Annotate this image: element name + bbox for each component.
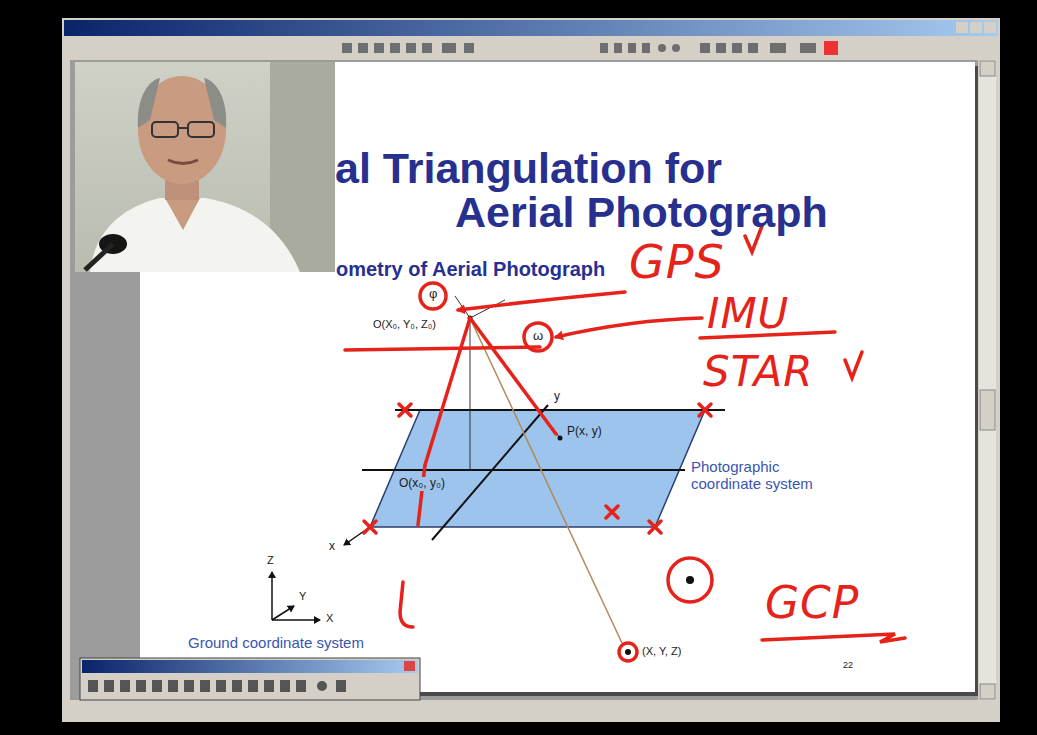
pen-note: STAR bbox=[702, 348, 814, 396]
plane-axis bbox=[362, 469, 685, 471]
pen-note: GPS bbox=[628, 236, 726, 289]
pen-note: IMU bbox=[706, 290, 790, 338]
point-label: (X, Y, Z) bbox=[641, 645, 682, 658]
presenter-video bbox=[75, 62, 335, 272]
plane-edge bbox=[395, 409, 725, 411]
point-label: O(x₀, y₀) bbox=[398, 477, 446, 491]
system-label: Photographic coordinate system bbox=[690, 458, 832, 493]
scrollbar bbox=[979, 60, 996, 700]
axis-label: Y bbox=[298, 590, 307, 603]
pen-note: GCP bbox=[764, 578, 860, 629]
y-axis bbox=[432, 405, 548, 540]
point-label: O(X₀, Y₀, Z₀) bbox=[372, 318, 437, 331]
pen-annotations bbox=[345, 226, 905, 661]
ground-axes bbox=[272, 572, 320, 620]
page-number: 22 bbox=[842, 660, 854, 670]
axis-label: y bbox=[553, 390, 561, 404]
principal-axis bbox=[470, 318, 471, 470]
pen-toolbar-window bbox=[80, 658, 420, 700]
axis-label: x bbox=[328, 540, 336, 554]
toolbar-icon bbox=[824, 41, 838, 55]
point-label: P(x, y) bbox=[566, 425, 603, 439]
slide-subtitle: ometry of Aerial Photograph bbox=[335, 258, 606, 281]
angle-symbol: ω bbox=[532, 329, 544, 344]
ray bbox=[470, 318, 560, 438]
workspace bbox=[70, 60, 978, 700]
axis-label: Z bbox=[266, 554, 275, 567]
angle-symbol: φ bbox=[428, 287, 438, 302]
image-ray bbox=[470, 318, 622, 643]
toolbar-icons bbox=[342, 43, 816, 53]
window-frame bbox=[62, 18, 1000, 722]
photo-plane bbox=[370, 410, 705, 527]
axis-label: X bbox=[325, 612, 334, 625]
system-label: Ground coordinate system bbox=[187, 634, 365, 651]
title-bar bbox=[64, 20, 998, 36]
slide-title: al Triangulation for Aerial Photograph bbox=[335, 146, 840, 234]
